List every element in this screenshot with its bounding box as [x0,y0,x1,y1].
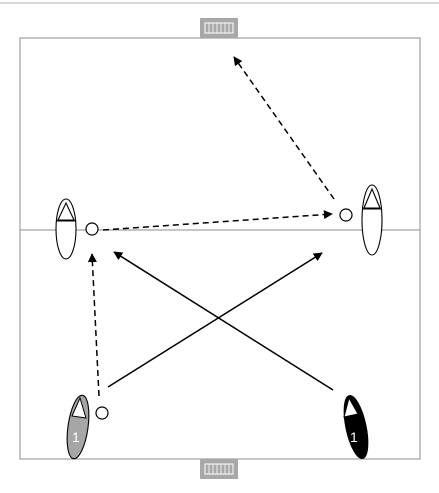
player-bottom-right-body [343,395,369,459]
player-bottom-left-direction-icon [71,396,87,419]
player-right-mid [361,184,383,256]
solid-arrow-left-to-right [107,252,323,388]
dashed-arrow-across [102,210,333,231]
player-right-mid-direction-icon [363,187,381,209]
player-bottom-right-direction-icon [343,396,359,418]
player-bottom-left-number: 1 [72,429,80,445]
bottom-goal [200,459,238,479]
player-bottom-right: 1 [343,395,369,459]
top-goal [200,18,238,38]
dashed-arrow-up-left [87,253,100,397]
player-bottom-left: 1 [66,394,90,460]
dashed-arrow-to-goal [233,56,335,200]
ball-left-mid [85,222,99,236]
ball-right-mid [339,208,353,222]
player-bottom-right-number: 1 [350,429,358,445]
solid-arrow-right-to-left [113,251,334,391]
player-left-mid [55,198,77,260]
player-left-mid-direction-icon [57,201,75,221]
ball-bottom-left [95,406,109,420]
